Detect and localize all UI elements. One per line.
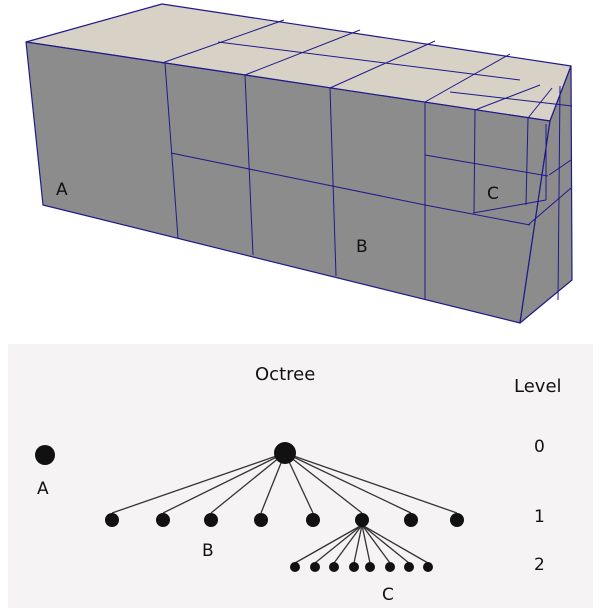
node-leaf-a bbox=[35, 445, 55, 465]
edge-level1-to-level2-2 bbox=[333, 524, 363, 564]
edge-level1-to-level2-5 bbox=[361, 524, 391, 564]
edge-level1-to-level2-0 bbox=[294, 524, 363, 564]
node-root bbox=[274, 442, 296, 464]
box-label-a: A bbox=[56, 180, 68, 200]
tree-label-a: A bbox=[37, 479, 49, 499]
box-label-c: C bbox=[487, 184, 499, 204]
node-level2-5 bbox=[385, 562, 395, 572]
octree-box: A B C bbox=[25, 3, 573, 324]
tree-edges bbox=[111, 452, 458, 564]
tree-label-b: B bbox=[202, 541, 214, 561]
level-2-label: 2 bbox=[534, 555, 545, 575]
node-level2-0 bbox=[290, 562, 300, 572]
node-level2-6 bbox=[404, 562, 414, 572]
box-label-b: B bbox=[356, 237, 368, 257]
node-level2-1 bbox=[310, 562, 320, 572]
edge-level1-to-level2-3 bbox=[353, 524, 363, 564]
node-level1-0 bbox=[105, 513, 119, 527]
edge-root-to-child-5 bbox=[284, 452, 363, 514]
node-level2-3 bbox=[349, 562, 359, 572]
edge-root-to-child-1 bbox=[162, 452, 286, 514]
box-grid-lines bbox=[161, 19, 573, 301]
tree-nodes bbox=[35, 442, 464, 572]
node-level1-2 bbox=[204, 513, 218, 527]
node-level1-3 bbox=[254, 513, 268, 527]
edge-level1-to-level2-1 bbox=[314, 524, 363, 564]
tree-panel bbox=[8, 344, 593, 608]
node-level1-5 bbox=[355, 513, 369, 527]
node-level1-7 bbox=[450, 513, 464, 527]
level-header: Level bbox=[514, 376, 562, 397]
edge-level1-to-level2-4 bbox=[361, 524, 371, 564]
node-level1-1 bbox=[156, 513, 170, 527]
edge-level1-to-level2-6 bbox=[361, 524, 410, 564]
edge-root-to-child-4 bbox=[284, 452, 314, 514]
tree-title: Octree bbox=[255, 364, 315, 385]
level-0-label: 0 bbox=[534, 437, 545, 457]
node-level2-7 bbox=[423, 562, 433, 572]
edge-root-to-child-2 bbox=[210, 452, 286, 514]
level-1-label: 1 bbox=[534, 507, 545, 527]
node-level1-6 bbox=[404, 513, 418, 527]
edge-root-to-child-6 bbox=[284, 452, 412, 514]
edge-root-to-child-7 bbox=[284, 452, 458, 514]
edge-root-to-child-0 bbox=[111, 452, 286, 514]
node-level2-2 bbox=[329, 562, 339, 572]
tree-label-c: C bbox=[382, 585, 394, 605]
node-level1-4 bbox=[306, 513, 320, 527]
edge-level1-to-level2-7 bbox=[361, 524, 429, 564]
node-level2-4 bbox=[365, 562, 375, 572]
